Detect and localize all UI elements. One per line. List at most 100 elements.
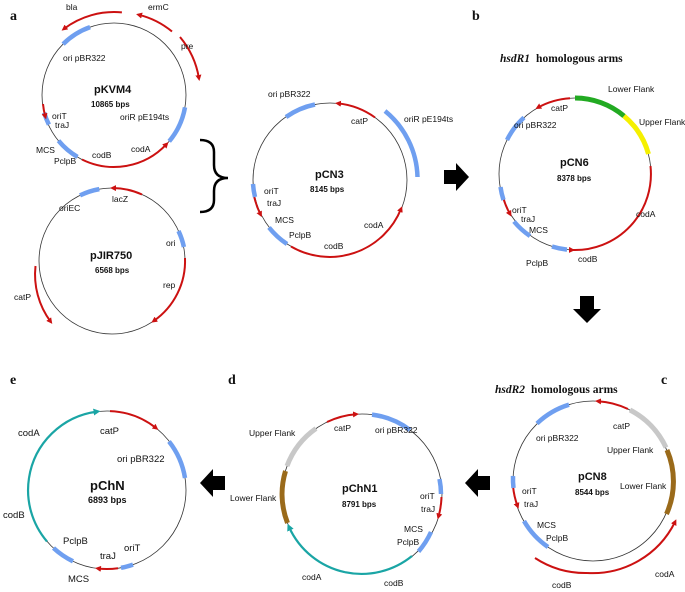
label-coda: codA (18, 428, 40, 439)
label-orit: oriT (52, 111, 67, 121)
label-catp: catP (551, 103, 568, 113)
gene-catp (34, 265, 53, 324)
feature-upper-flank (284, 426, 318, 467)
label-orit: oriT (124, 543, 141, 554)
label-orit: oriT (522, 486, 537, 496)
feature-orir-pe194ts (383, 109, 420, 178)
gene-catp (109, 410, 159, 430)
feature-orit (437, 478, 444, 495)
plasmid-pChN: pChN 6893 bps codA catP ori pBR322 codB … (3, 408, 188, 585)
plasmid-name-pChN1: pChN1 (342, 483, 377, 495)
step-arrow-right (444, 163, 469, 191)
label-orir-pe194ts: oriR pE194ts (120, 112, 169, 122)
gene-codb (534, 557, 588, 575)
label-traj: traJ (267, 198, 281, 208)
panel-label-e: e (10, 373, 16, 388)
plasmid-pCN6: pCN6 8378 bps catP Lower Flank Upper Fla… (498, 84, 685, 268)
panel-label-b: b (472, 9, 480, 24)
gene-rep (151, 257, 187, 323)
label-ori-pbr322: ori pBR322 (514, 120, 557, 130)
gene-catp (335, 100, 376, 119)
gene-codb-coda (290, 206, 403, 258)
feature-ori-pbr322 (61, 24, 91, 46)
feature-orit (250, 183, 258, 198)
label-catp: catP (351, 116, 368, 126)
feature-lower-flank (279, 470, 290, 524)
plasmid-size-pCN3: 8145 bps (310, 185, 345, 194)
label-oriec: oriEC (59, 203, 80, 213)
label-codb: codB (92, 150, 112, 160)
label-lower-flank: Lower Flank (230, 493, 277, 503)
label-ermc: ermC (148, 2, 169, 12)
label-ori-pbr322: ori pBR322 (536, 433, 579, 443)
gene-pre (179, 36, 202, 81)
plasmid-size-pChN1: 8791 bps (342, 500, 377, 509)
label-rep: rep (163, 280, 176, 290)
plasmid-name-pCN6: pCN6 (560, 157, 589, 169)
label-pclpb: PclpB (546, 533, 569, 543)
label-mcs: MCS (537, 520, 556, 530)
label-orir-pe194ts: oriR pE194ts (404, 114, 453, 124)
plasmid-name-pChN: pChN (90, 478, 125, 493)
plasmid-size-pKVM4: 10865 bps (91, 100, 130, 109)
gene-bla (61, 11, 122, 31)
panel-label-a: a (10, 9, 17, 24)
plasmid-name-pCN8: pCN8 (578, 471, 607, 483)
plasmid-pCN3: pCN3 8145 bps ori pBR322 catP oriR pE194… (250, 89, 453, 258)
label-codb: codB (3, 510, 25, 521)
feature-ori-pbr322 (535, 402, 570, 426)
plasmid-size-pJIR750: 6568 bps (95, 266, 130, 275)
label-catp: catP (334, 423, 351, 433)
plasmid-pChN1: pChN1 8791 bps Upper Flank catP ori pBR3… (230, 411, 444, 588)
step-arrow-left-1 (465, 469, 490, 497)
gene-catp (595, 398, 629, 410)
feature-ori-pbr322 (371, 412, 412, 432)
label-coda: codA (131, 144, 151, 154)
feature-oriec (79, 186, 100, 198)
gene-lacz (110, 185, 143, 196)
feature-upper-flank (628, 407, 669, 449)
step-arrow-down (573, 296, 601, 323)
gene-coda (586, 519, 677, 575)
label-pclpb: PclpB (63, 536, 88, 547)
label-upper-flank: Upper Flank (607, 445, 654, 455)
label-pclpb: PclpB (289, 230, 312, 240)
label-mcs: MCS (275, 215, 294, 225)
plasmid-size-pCN6: 8378 bps (557, 174, 592, 183)
plasmid-name-pKVM4: pKVM4 (94, 84, 132, 96)
feature-orir-pe194ts (167, 106, 188, 143)
plasmid-name-pJIR750: pJIR750 (90, 250, 132, 262)
label-codb: codB (552, 580, 572, 590)
label-upper-flank: Upper Flank (249, 428, 296, 438)
feature-pclpb-2 (551, 244, 568, 252)
gene-catp (535, 97, 571, 109)
gene-coda (287, 523, 346, 574)
label-coda: codA (655, 569, 675, 579)
label-codb: codB (384, 578, 404, 588)
gene-coda (27, 408, 101, 479)
gene-traj (436, 496, 443, 520)
step-arrow-left-2 (200, 469, 225, 497)
label-ori: ori (166, 238, 176, 248)
label-traj: traJ (421, 504, 435, 514)
label-coda: codA (302, 572, 322, 582)
feature-ori-pbr322 (167, 440, 188, 479)
label-codb: codB (324, 241, 344, 251)
label-pclpb: PclpB (526, 258, 549, 268)
label-traj: traJ (524, 499, 538, 509)
feature-upper-flank (622, 114, 651, 155)
plasmid-pJIR750: pJIR750 6568 bps lacZ oriEC ori rep catP (14, 185, 187, 335)
label-catp: catP (613, 421, 630, 431)
feature-orit (120, 562, 134, 571)
label-traj: traJ (521, 214, 535, 224)
label-codb: codB (578, 254, 598, 264)
plasmid-size-pChN: 6893 bps (88, 495, 127, 505)
label-orit: oriT (420, 491, 435, 501)
gene-codb-coda (568, 165, 652, 253)
label-ori-pbr322: ori pBR322 (375, 425, 418, 435)
gene-ermc (136, 12, 173, 33)
feature-ori-pbr322 (284, 102, 316, 119)
label-orit: oriT (512, 205, 527, 215)
